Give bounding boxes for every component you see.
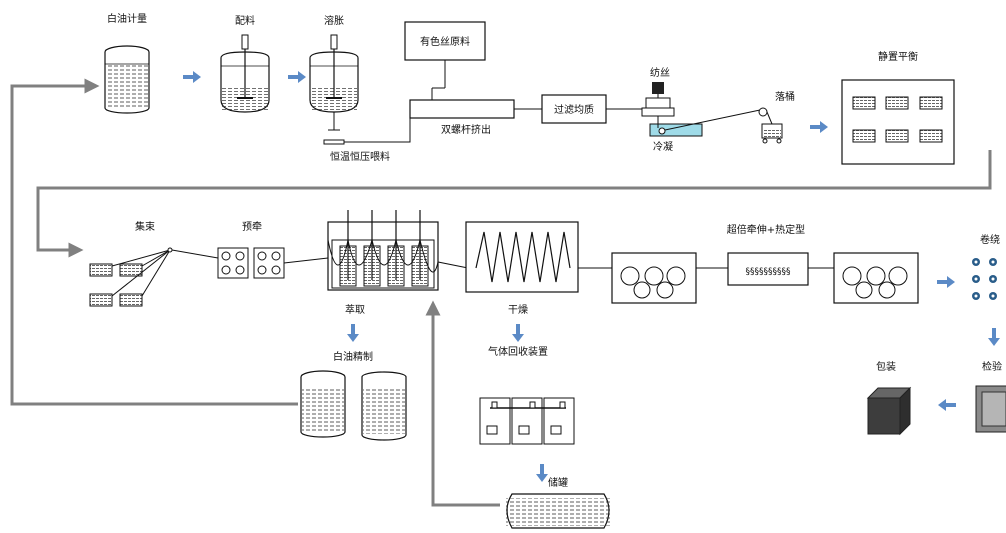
label-extraction: 萃取 [345, 304, 365, 316]
flow-arrow-2 [288, 71, 306, 83]
color-masterbatch-box [404, 21, 486, 61]
extraction-tank [327, 210, 469, 291]
heat-setting-oven: §§§§§§§§§§ [727, 252, 834, 286]
label-spinning: 纺丝 [650, 66, 670, 79]
spinneret [641, 82, 675, 117]
filter-homogenizer-box [541, 94, 607, 124]
label-white-oil-metering: 白油计量 [107, 12, 147, 25]
white-oil-metering-tank [104, 45, 150, 114]
oil-return-line [10, 78, 298, 406]
draw-frame-2 [833, 252, 919, 304]
flow-arrow-4 [937, 276, 955, 288]
label-storage-tank: 储罐 [548, 476, 568, 489]
quench-bath [649, 109, 761, 137]
storage-tank [506, 493, 610, 529]
label-constant-feed: 恒温恒压喂料 [330, 150, 390, 163]
label-winding: 卷绕 [980, 233, 1000, 246]
label-white-oil-refining: 白油精制 [333, 350, 373, 363]
flow-arrow-1 [183, 71, 201, 83]
flow-arrow-left [938, 399, 956, 411]
feed-line [344, 118, 411, 143]
twin-screw-extruder [409, 99, 542, 119]
flow-arrow-down-recovery [536, 464, 548, 482]
bundling-cans [89, 247, 219, 307]
winder-bobbins [972, 258, 997, 300]
draw-frame-1 [611, 252, 728, 304]
flow-arrow-down-drying [512, 324, 524, 342]
gas-recovery-unit [479, 397, 575, 445]
svg-text:§§§§§§§§§§: §§§§§§§§§§ [746, 267, 792, 277]
label-drying: 干燥 [508, 304, 528, 316]
standing-balance-area [841, 79, 955, 165]
label-quench: 冷凝 [653, 140, 673, 153]
label-can-drop: 落桶 [775, 90, 795, 103]
row-transfer-line [36, 150, 992, 258]
label-superdraw-heatset: 超倍牵伸+热定型 [727, 223, 805, 236]
pre-drawing-rollers [217, 247, 329, 279]
label-bundling: 集束 [135, 220, 155, 233]
solvent-return-line [425, 300, 500, 507]
flow-arrow-down-winding [988, 328, 1000, 346]
label-swelling: 溶胀 [324, 14, 344, 27]
flow-arrow-3 [810, 121, 828, 133]
package-box [866, 386, 912, 436]
batching-mixer [220, 34, 270, 113]
label-pre-draw: 预牵 [242, 221, 262, 233]
label-twin-screw-extrusion: 双螺杆挤出 [441, 123, 491, 136]
swelling-mixer [309, 34, 359, 145]
flow-arrow-down-extraction [347, 324, 359, 342]
coiler-can [758, 107, 783, 144]
label-batching: 配料 [235, 14, 255, 27]
label-inspection: 检验 [982, 360, 1002, 373]
label-packaging: 包装 [876, 360, 896, 373]
label-standing-balance: 静置平衡 [878, 50, 918, 63]
label-filter-homogenize: 过滤均质 [554, 103, 594, 116]
inspection-device [975, 385, 1006, 433]
label-gas-recovery: 气体回收装置 [488, 345, 548, 358]
dryer [465, 221, 612, 293]
label-color-masterbatch: 有色丝原料 [420, 35, 470, 48]
white-oil-refining-tanks [300, 370, 407, 441]
